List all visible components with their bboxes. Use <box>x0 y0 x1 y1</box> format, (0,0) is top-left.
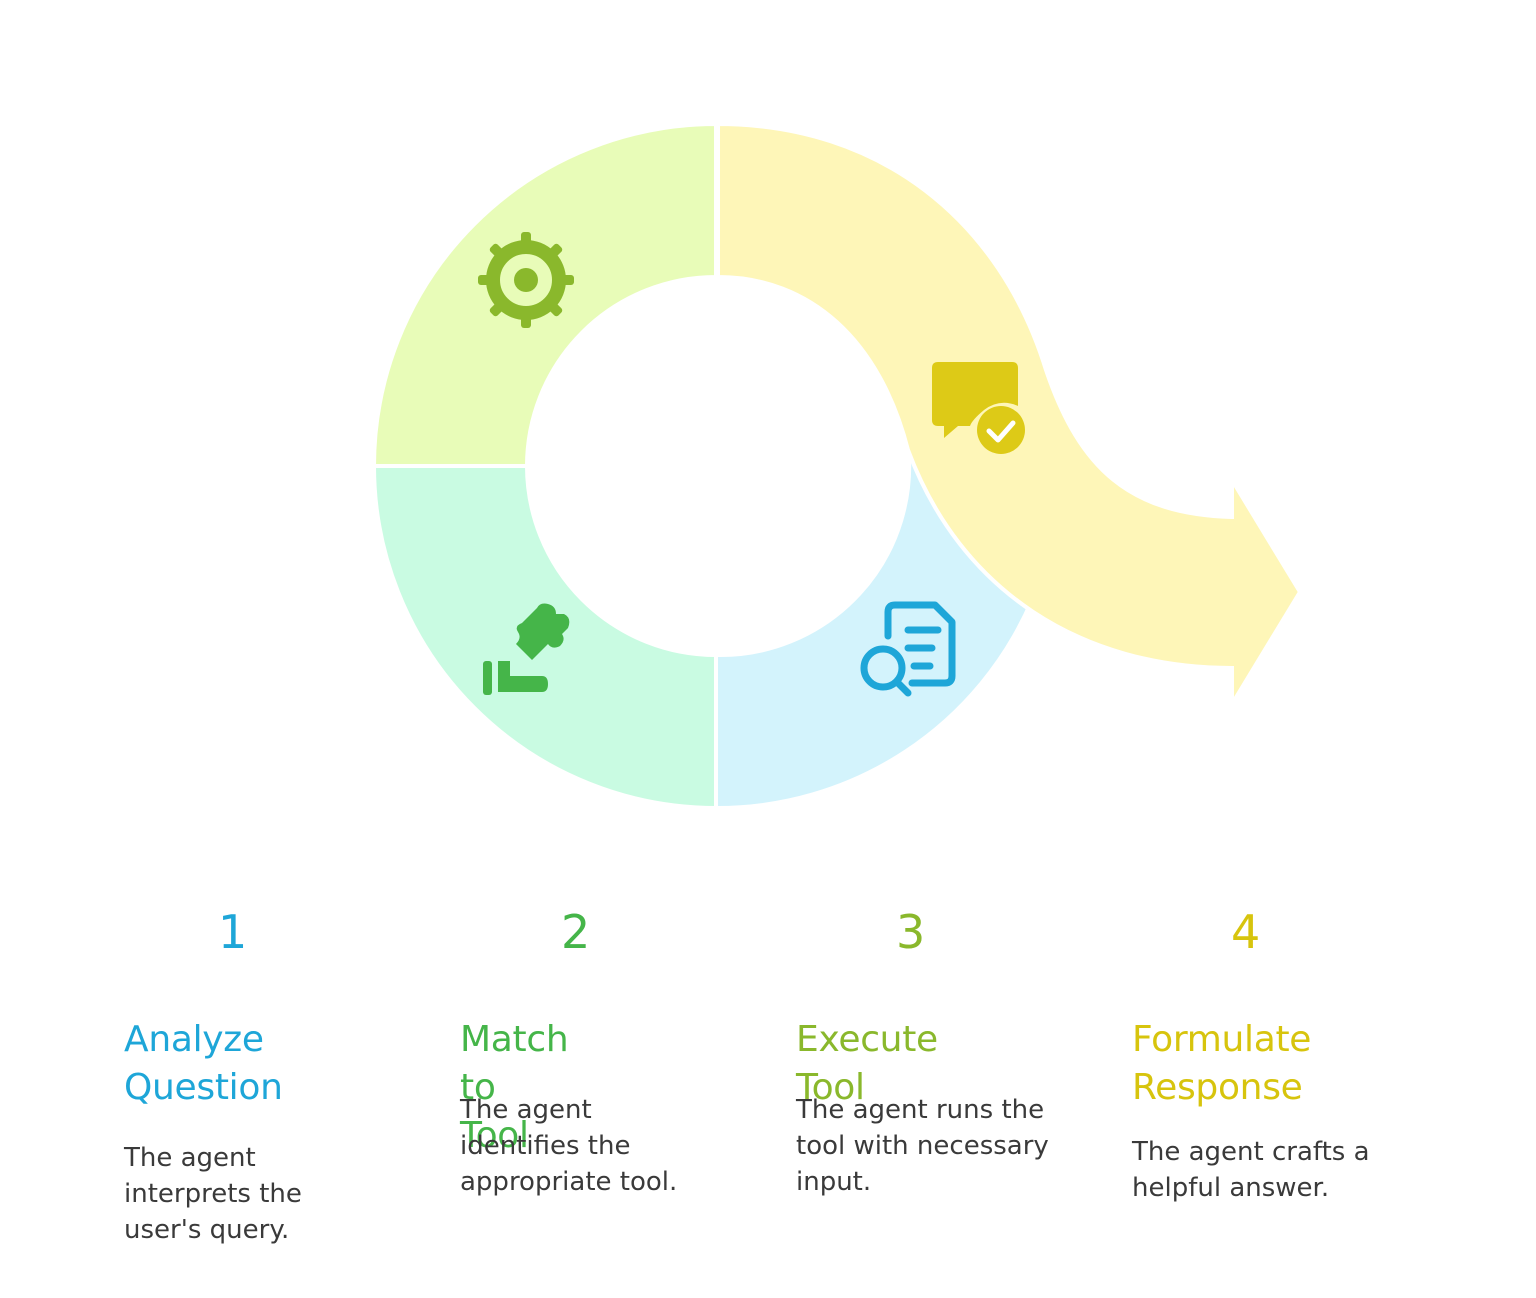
step-title-line: Formulate <box>1132 1019 1312 1060</box>
step-title: Analyze Question <box>124 1016 283 1112</box>
step-number: 3 <box>896 905 926 959</box>
step-description-line: tool with necessary <box>796 1131 1049 1161</box>
step-title-line: Analyze <box>124 1019 264 1060</box>
segment-top-left <box>371 121 718 468</box>
step-title: Formulate Response <box>1132 1016 1311 1112</box>
step-description-line: user's query. <box>124 1215 290 1245</box>
step-description-line: appropriate tool. <box>460 1167 678 1197</box>
gear-icon <box>478 232 574 328</box>
step-description: The agent identifies the appropriate too… <box>460 1092 760 1200</box>
step-number: 2 <box>561 905 591 959</box>
step-title-line: Match to Tool <box>460 1019 569 1156</box>
step-description-line: identifies the <box>460 1131 631 1161</box>
step-description-line: The agent <box>460 1095 592 1125</box>
step-title: Match to Tool <box>460 1016 569 1160</box>
step-title-line: Execute Tool <box>796 1019 938 1108</box>
document-search-icon <box>860 601 956 697</box>
step-title-line: Response <box>1132 1067 1303 1108</box>
step-description-line: helpful answer. <box>1132 1173 1330 1203</box>
step-description: The agent crafts a helpful answer. <box>1132 1134 1432 1206</box>
step-description-line: The agent crafts a <box>1132 1137 1370 1167</box>
chat-check-icon <box>932 362 1025 454</box>
step-title: Execute Tool <box>796 1016 938 1112</box>
puzzle-hand-icon <box>483 603 570 695</box>
step-description-line: The agent runs the <box>796 1095 1045 1125</box>
step-number: 1 <box>218 905 248 959</box>
step-description: The agent runs the tool with necessary i… <box>796 1092 1096 1200</box>
step-description: The agent interprets the user's query. <box>124 1140 424 1248</box>
step-description-line: interprets the <box>124 1179 302 1209</box>
step-description-line: input. <box>796 1167 872 1197</box>
process-cycle-diagram <box>371 121 1300 809</box>
step-title-line: Question <box>124 1067 283 1108</box>
step-description-line: The agent <box>124 1143 256 1173</box>
step-number: 4 <box>1231 905 1261 959</box>
